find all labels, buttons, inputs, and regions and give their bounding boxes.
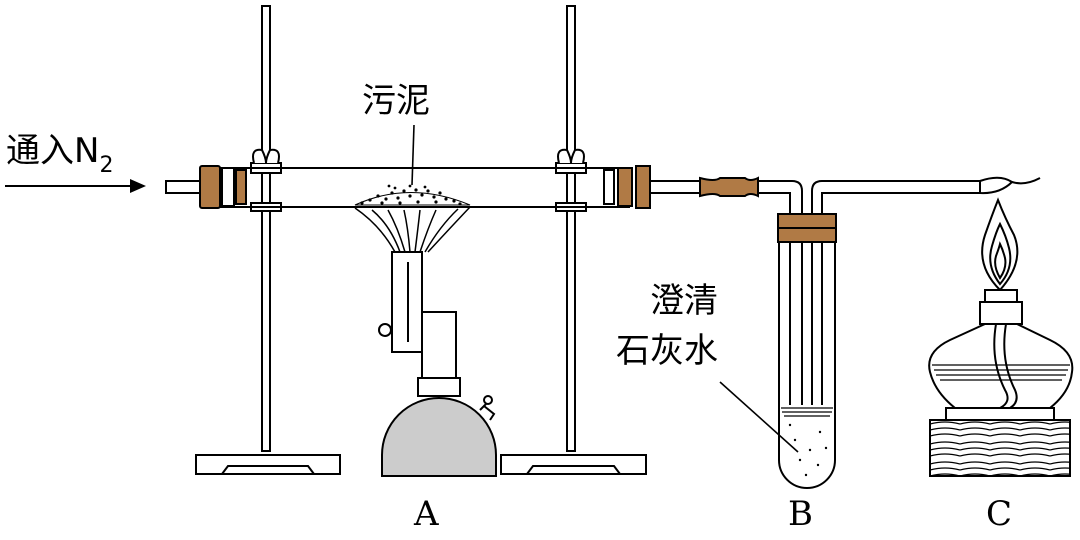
sludge-sample	[354, 184, 471, 206]
limewater-label-line2: 石灰水	[616, 331, 718, 371]
alcohol-lamp	[928, 289, 1074, 409]
connecting-tube	[705, 180, 980, 440]
left-stopper	[199, 165, 247, 209]
gas-inlet-arrow	[5, 179, 146, 193]
right-stopper	[603, 165, 651, 209]
rubber-tube-connector	[699, 176, 759, 198]
limewater-liquid	[781, 405, 833, 486]
label-c: C	[986, 494, 1012, 534]
combustion-tube	[165, 167, 706, 208]
sludge-pointer	[411, 124, 415, 186]
wooden-block	[929, 407, 1071, 477]
lamp-liquid	[932, 364, 1070, 381]
gas-tube-tip	[979, 176, 1041, 195]
right-iron-stand	[500, 5, 647, 475]
limewater-pointer	[719, 381, 799, 453]
label-b: B	[788, 494, 813, 534]
limewater-label-line1: 澄清	[650, 281, 718, 321]
test-tube-b	[777, 213, 837, 489]
gas-inlet-label: 通入N2	[6, 131, 113, 178]
label-a: A	[413, 494, 439, 534]
alcohol-blast-burner	[378, 251, 497, 477]
alcohol-lamp-flame	[981, 197, 1019, 292]
sludge-label: 污泥	[362, 81, 430, 121]
burner-flame	[354, 206, 471, 253]
left-iron-stand	[195, 5, 341, 475]
